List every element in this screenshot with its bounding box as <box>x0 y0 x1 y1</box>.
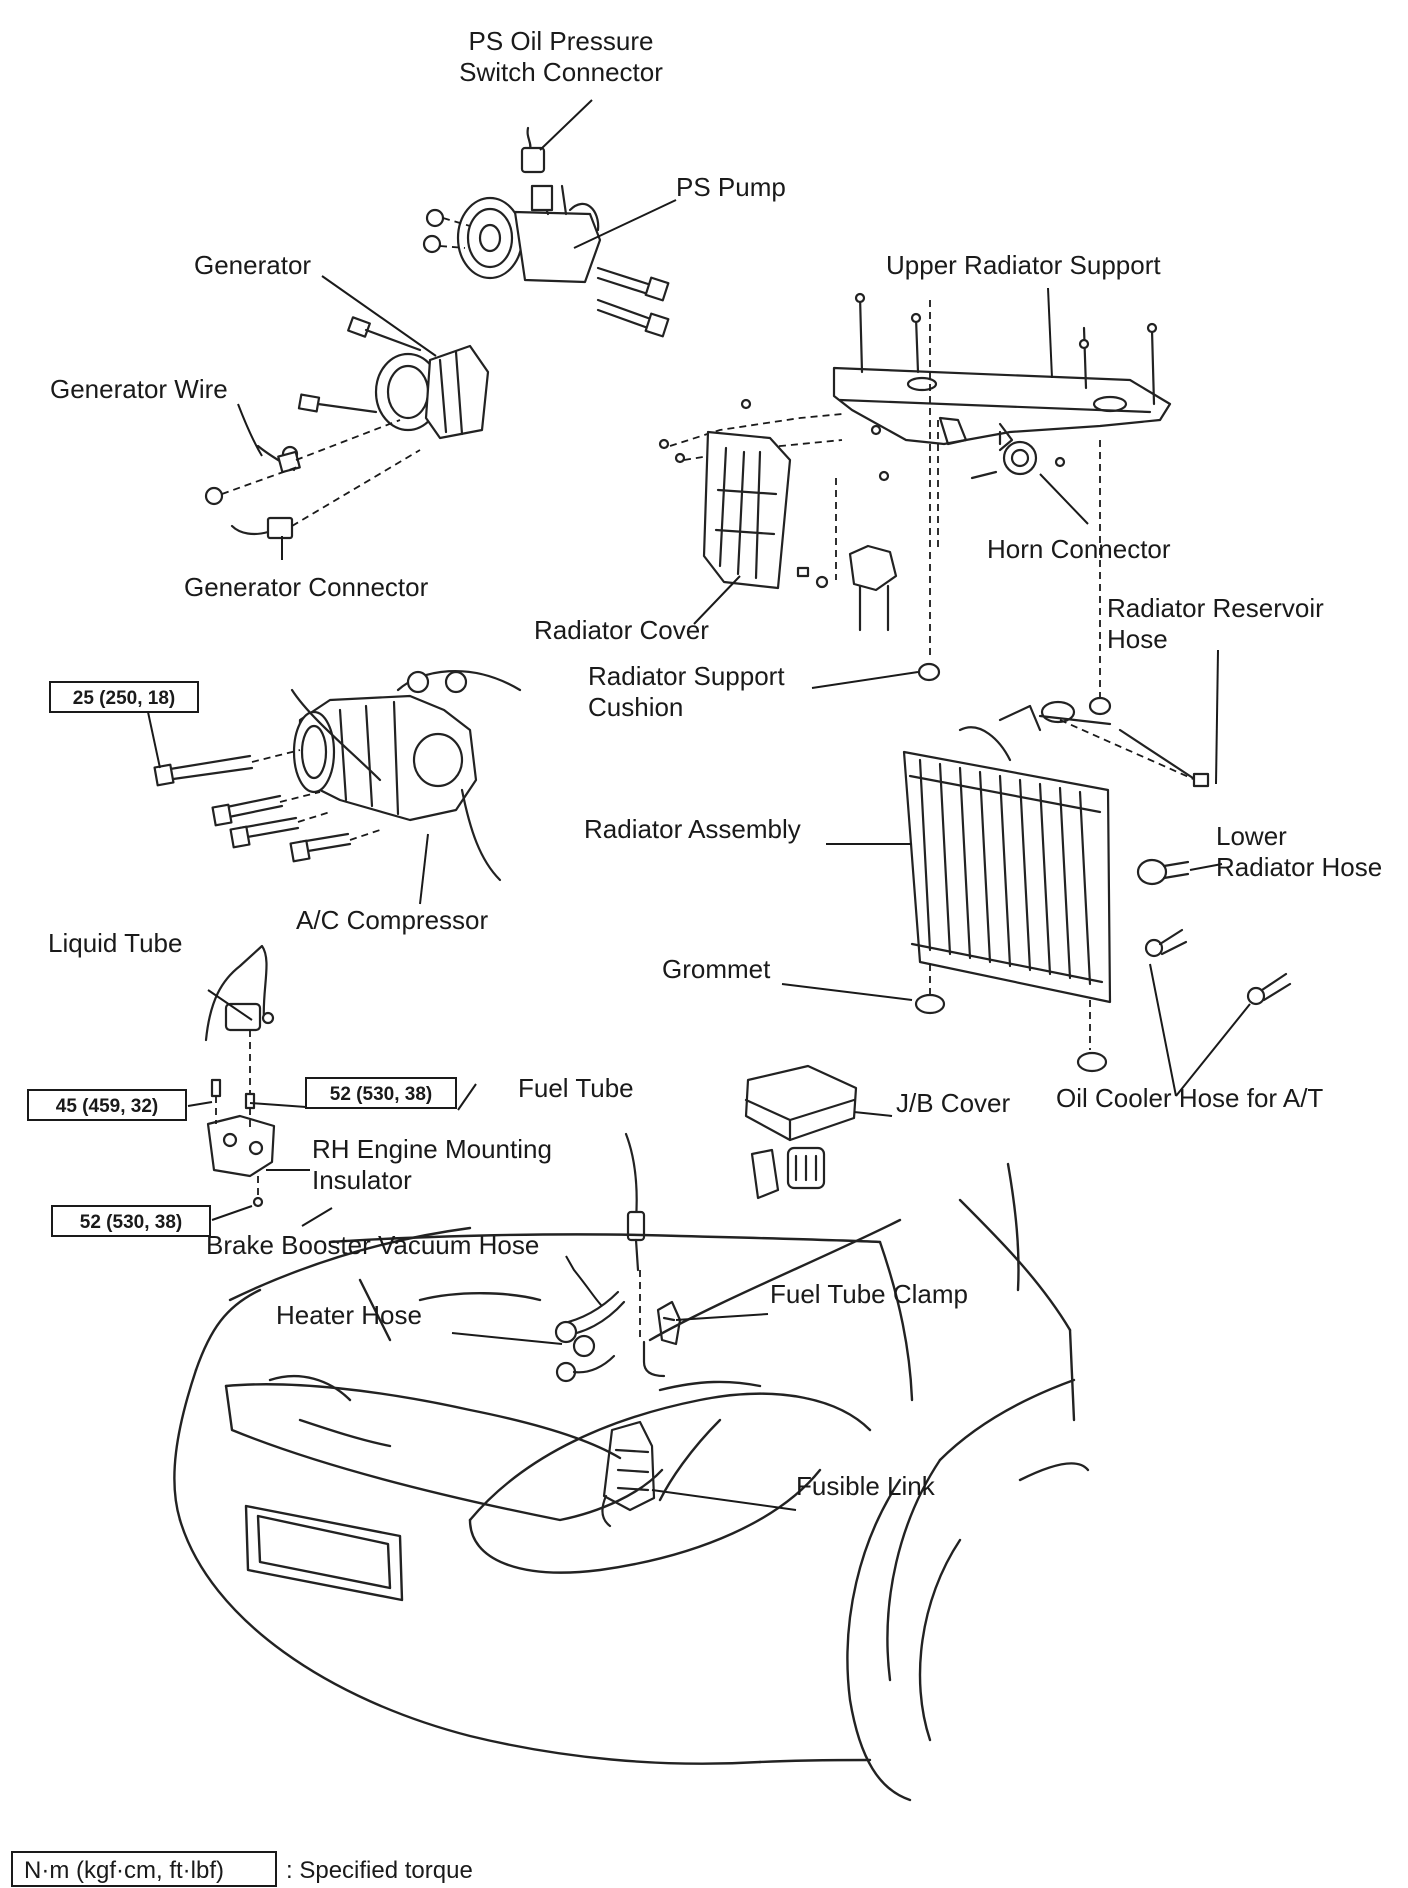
upper-radiator-support-illustration <box>832 292 1172 452</box>
label-heater-hose: Heater Hose <box>276 1300 422 1330</box>
label-jb-cover: J/B Cover <box>896 1088 1010 1118</box>
label-lower-radiator-hose-2: Radiator Hose <box>1216 852 1382 882</box>
label-fuel-tube: Fuel Tube <box>518 1073 634 1103</box>
label-lower-radiator-hose-1: Lower <box>1216 821 1287 851</box>
fusible-link-illustration <box>601 1420 656 1528</box>
radiator-support-cushion-illustration <box>917 300 1112 716</box>
torque-legend: N·m (kgf·cm, ft·lbf) : Specified torque <box>11 1851 473 1887</box>
label-fuel-tube-clamp: Fuel Tube Clamp <box>770 1279 968 1309</box>
label-grommet: Grommet <box>662 954 771 984</box>
lower-radiator-hose-illustration <box>1136 858 1190 886</box>
generator-illustration <box>204 316 490 540</box>
rh-engine-mounting-insulator-illustration <box>206 1078 276 1208</box>
label-brake-booster-vacuum-hose: Brake Booster Vacuum Hose <box>206 1230 539 1260</box>
label-liquid-tube: Liquid Tube <box>48 928 182 958</box>
torque-spec-mount-left: 45 (459, 32) <box>27 1089 187 1121</box>
component-labels: PS Oil Pressure Switch Connector PS Pump… <box>48 26 1382 1501</box>
ps-pump-illustration <box>422 184 670 338</box>
vehicle-body-outline <box>173 1162 1090 1802</box>
ps-oil-pressure-switch-connector-illustration <box>520 126 546 174</box>
label-generator-wire: Generator Wire <box>50 374 228 404</box>
label-ac-compressor: A/C Compressor <box>296 905 488 935</box>
label-generator-connector: Generator Connector <box>184 572 429 602</box>
oil-cooler-hose-illustration <box>1144 928 1292 1006</box>
torque-value: 52 (530, 38) <box>80 1212 182 1233</box>
torque-value: 52 (530, 38) <box>330 1084 432 1105</box>
label-radiator-assembly: Radiator Assembly <box>584 814 801 844</box>
label-rh-engine-mounting-insulator-1: RH Engine Mounting <box>312 1134 552 1164</box>
torque-value: 25 (250, 18) <box>73 688 175 709</box>
label-oil-cooler-hose: Oil Cooler Hose for A/T <box>1056 1083 1323 1113</box>
heater-hose-illustration <box>554 1290 626 1383</box>
label-fusible-link: Fusible Link <box>796 1471 936 1501</box>
label-rh-engine-mounting-insulator-2: Insulator <box>312 1165 412 1195</box>
label-radiator-reservoir-hose-1: Radiator Reservoir <box>1107 593 1324 623</box>
label-radiator-reservoir-hose-2: Hose <box>1107 624 1168 654</box>
legend-unit: N·m (kgf·cm, ft·lbf) <box>24 1857 224 1884</box>
label-radiator-support-cushion-1: Radiator Support <box>588 661 785 691</box>
radiator-assembly-illustration <box>902 700 1210 1073</box>
label-ps-oil-pressure-switch-connector-1: PS Oil Pressure <box>469 26 654 56</box>
torque-value: 45 (459, 32) <box>56 1096 158 1117</box>
label-horn-connector: Horn Connector <box>987 534 1171 564</box>
label-radiator-cover: Radiator Cover <box>534 615 709 645</box>
label-upper-radiator-support: Upper Radiator Support <box>886 250 1161 280</box>
torque-spec-mount-right: 52 (530, 38) <box>305 1077 457 1109</box>
torque-spec-mount-lower: 52 (530, 38) <box>51 1205 211 1237</box>
torque-spec-ac-compressor: 25 (250, 18) <box>49 681 199 769</box>
label-generator: Generator <box>194 250 311 280</box>
fuel-tube-illustration <box>624 1132 666 1378</box>
fuel-tube-clamp-illustration <box>656 1300 682 1346</box>
label-radiator-support-cushion-2: Cushion <box>588 692 683 722</box>
legend-text: : Specified torque <box>286 1857 473 1884</box>
liquid-tube-illustration <box>204 944 275 1100</box>
label-ps-pump: PS Pump <box>676 172 786 202</box>
label-ps-oil-pressure-switch-connector-2: Switch Connector <box>459 57 663 87</box>
jb-cover-illustration <box>744 1064 858 1200</box>
radiator-cover-illustration <box>702 420 939 632</box>
leader-lines <box>187 99 1251 1511</box>
ac-compressor-illustration <box>153 670 522 882</box>
